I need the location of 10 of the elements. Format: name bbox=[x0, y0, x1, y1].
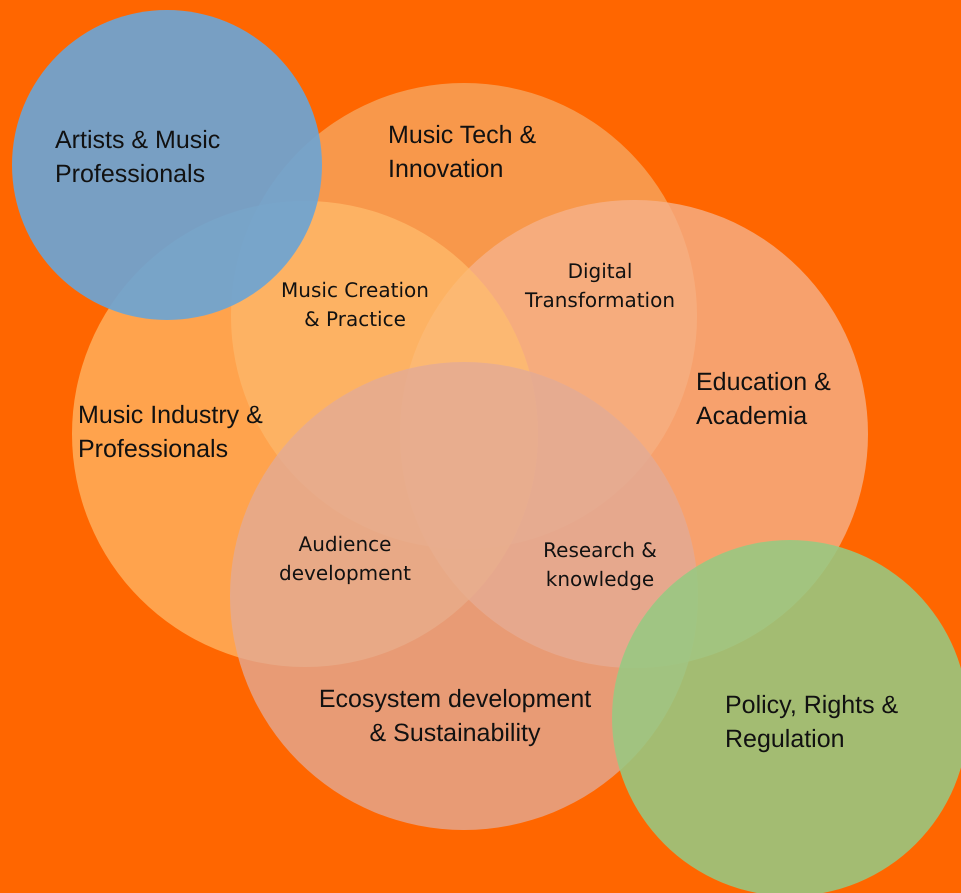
circle-label: Ecosystem development & Sustainability bbox=[318, 684, 592, 749]
circle-label: Music Tech & Innovation bbox=[388, 120, 538, 185]
circle-label: Policy, Rights & Regulation bbox=[725, 690, 900, 755]
overlap-label: Music Creation & Practice bbox=[280, 277, 430, 333]
circle-label: Education & Academia bbox=[696, 367, 832, 432]
overlap-label: Research & knowledge bbox=[542, 537, 658, 593]
circle-label: Music Industry & Professionals bbox=[78, 400, 264, 465]
overlap-label: Audience development bbox=[278, 531, 412, 587]
circle-label: Artists & Music Professionals bbox=[55, 125, 222, 190]
overlap-label: Digital Transformation bbox=[524, 258, 676, 314]
